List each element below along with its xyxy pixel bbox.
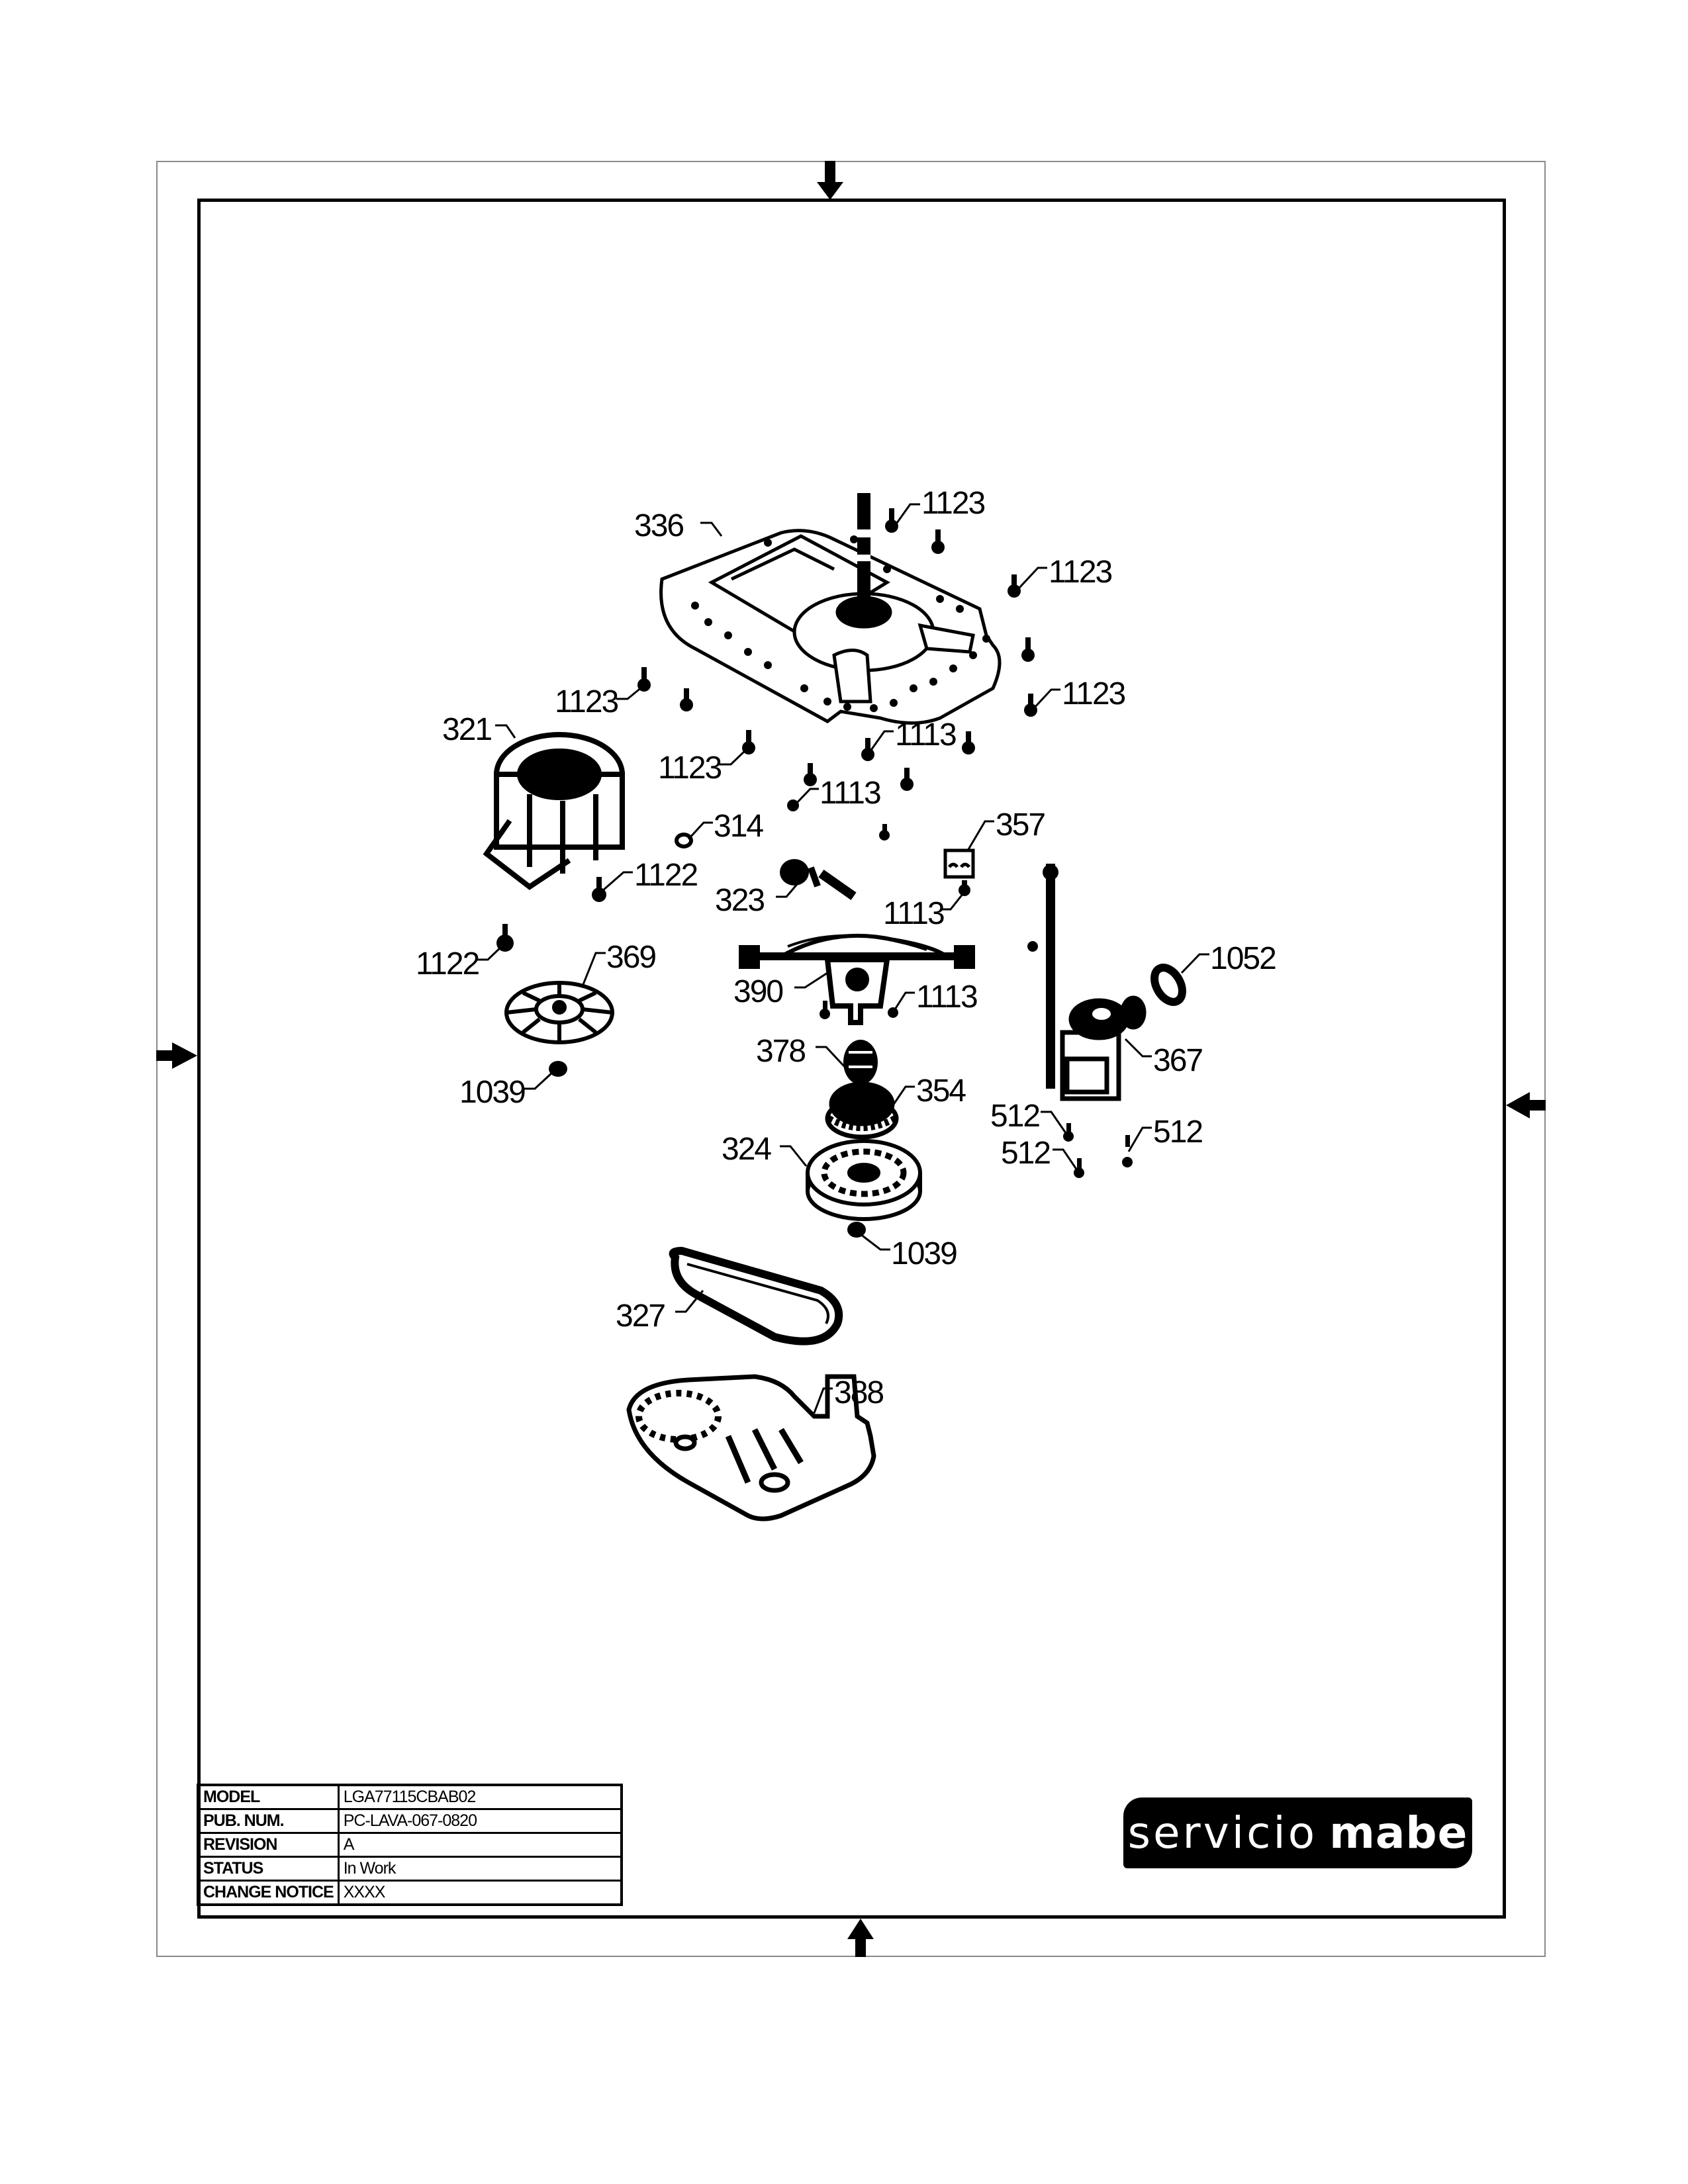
screw-icon xyxy=(888,1007,898,1018)
part-367-drain-pump xyxy=(1027,864,1147,1101)
part-324-pulley xyxy=(806,1139,922,1221)
part-label: 1113 xyxy=(883,896,944,931)
title-key: PUB. NUM. xyxy=(197,1808,340,1834)
part-label: 1052 xyxy=(1210,941,1276,976)
screw-icon xyxy=(931,529,945,554)
part-label: 1123 xyxy=(658,751,722,786)
screw-icon xyxy=(1021,637,1035,662)
part-label: 1123 xyxy=(921,486,985,521)
logo-text-light: servicio xyxy=(1127,1807,1318,1858)
callout-labels: 336 1123 1123 1123 1123 321 1123 1113 11… xyxy=(416,486,1277,1410)
title-value: PC-LAVA-067-0820 xyxy=(337,1808,623,1834)
part-label: 378 xyxy=(756,1034,805,1069)
title-value: A xyxy=(337,1832,623,1858)
part-label: 357 xyxy=(996,807,1045,842)
part-357-bracket xyxy=(943,848,975,879)
part-label: 512 xyxy=(1153,1115,1202,1150)
arrow-top-icon xyxy=(817,161,843,200)
arrow-left-icon xyxy=(156,1042,197,1069)
screw-icon xyxy=(962,731,975,754)
part-label: 1122 xyxy=(416,946,479,981)
screw-icon xyxy=(1063,1123,1074,1142)
title-value: XXXX xyxy=(337,1880,623,1906)
drawing-frame xyxy=(197,199,1506,1919)
part-label: 390 xyxy=(733,974,782,1009)
part-label: 336 xyxy=(634,508,683,543)
part-378-coupling xyxy=(843,1040,878,1085)
screw-icon xyxy=(885,508,898,533)
title-block: MODEL LGA77115CBAB02 PUB. NUM. PC-LAVA-0… xyxy=(197,1784,623,1906)
part-label: 367 xyxy=(1153,1043,1202,1078)
part-label: 388 xyxy=(834,1375,883,1410)
part-label: 1039 xyxy=(891,1236,957,1271)
part-336-base-plate xyxy=(659,493,1002,725)
title-row-revision: REVISION A xyxy=(197,1832,623,1858)
part-label: 314 xyxy=(714,809,763,844)
part-323-sensor xyxy=(780,859,857,900)
screw-icon xyxy=(1122,1135,1133,1167)
title-row-pub-num: PUB. NUM. PC-LAVA-067-0820 xyxy=(197,1808,623,1834)
title-value: In Work xyxy=(337,1856,623,1882)
part-314-clip xyxy=(675,833,693,848)
logo-text-bold: mabe xyxy=(1329,1807,1468,1858)
servicio-mabe-logo: servicio mabe xyxy=(1123,1797,1472,1868)
title-row-change-notice: CHANGE NOTICE XXXX xyxy=(197,1880,623,1906)
part-1039-nut xyxy=(549,1061,866,1238)
part-label: 1113 xyxy=(916,979,977,1015)
part-321-motor xyxy=(483,732,625,890)
title-key: REVISION xyxy=(197,1832,340,1858)
title-row-status: STATUS In Work xyxy=(197,1856,623,1882)
screw-icon xyxy=(1008,574,1021,598)
part-label: 324 xyxy=(722,1132,771,1167)
part-369-fan xyxy=(504,981,614,1044)
screw-icon xyxy=(879,824,890,841)
part-label: 327 xyxy=(616,1298,665,1334)
part-label: 1122 xyxy=(634,858,698,893)
part-label: 512 xyxy=(990,1099,1039,1134)
part-label: 1113 xyxy=(820,776,880,811)
registration-arrows xyxy=(156,161,1546,1957)
part-390-actuator xyxy=(739,933,975,1025)
callout-leaders xyxy=(477,503,1209,1414)
part-label: 354 xyxy=(916,1073,966,1109)
screw-icon xyxy=(1024,694,1037,717)
screw-icon xyxy=(900,768,914,791)
title-key: CHANGE NOTICE xyxy=(197,1880,340,1906)
screw-icon xyxy=(820,1001,830,1019)
part-label: 1113 xyxy=(895,717,956,752)
part-label: 1039 xyxy=(459,1075,525,1110)
title-value: LGA77115CBAB02 xyxy=(337,1784,623,1810)
arrow-right-icon xyxy=(1506,1092,1546,1118)
part-1052-clamp xyxy=(1150,964,1186,1006)
part-label: 369 xyxy=(606,940,655,975)
screw-icon xyxy=(496,924,514,952)
title-key: STATUS xyxy=(197,1856,340,1882)
part-327-belt xyxy=(669,1246,843,1345)
part-label: 1123 xyxy=(555,684,618,719)
title-key: MODEL xyxy=(197,1784,340,1810)
part-354-gear xyxy=(825,1081,899,1140)
arrow-bottom-icon xyxy=(847,1919,874,1957)
part-label: 1123 xyxy=(1049,555,1112,590)
part-label: 512 xyxy=(1001,1136,1050,1171)
screw-icon xyxy=(804,763,817,786)
screw-icon xyxy=(680,688,693,711)
part-label: 323 xyxy=(715,883,764,918)
part-label: 321 xyxy=(442,712,491,747)
title-row-model: MODEL LGA77115CBAB02 xyxy=(197,1784,623,1810)
part-label: 1123 xyxy=(1062,676,1125,711)
part-388-base-housing xyxy=(626,1374,876,1522)
screw-icon xyxy=(959,880,970,896)
